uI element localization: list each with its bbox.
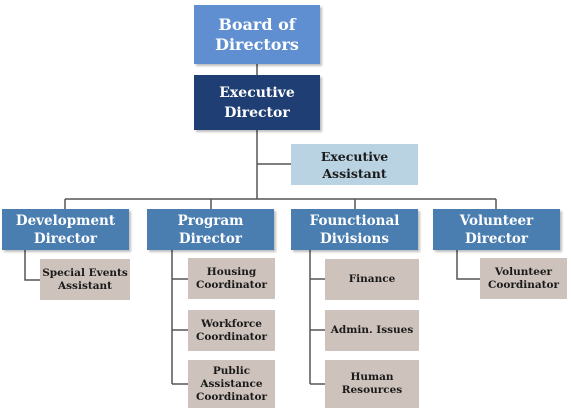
program-director-box: Program Director xyxy=(147,209,274,250)
workforce-coordinator-label: Workforce Coordinator xyxy=(195,317,268,343)
public-assistance-coordinator-label: Public Assistance Coordinator xyxy=(195,364,268,403)
functional-divisions-label: Founctional Divisions xyxy=(309,212,400,247)
public-assistance-coordinator-box: Public Assistance Coordinator xyxy=(188,360,275,408)
volunteer-director-label: Volunteer Director xyxy=(459,212,534,247)
finance-label: Finance xyxy=(348,273,396,285)
development-director-label: Development Director xyxy=(15,212,116,247)
executive-director-label: Executive Director xyxy=(219,84,295,121)
admin-issues-label: Admin. Issues xyxy=(330,324,414,336)
volunteer-coordinator-label: Volunteer Coordinator xyxy=(487,265,560,291)
human-resources-label: Human Resources xyxy=(341,371,403,396)
finance-box: Finance xyxy=(325,259,419,300)
executive-assistant-box: Executive Assistant xyxy=(291,144,418,185)
board-of-directors-box: Board of Directors xyxy=(194,5,320,64)
functional-divisions-box: Founctional Divisions xyxy=(291,209,418,250)
workforce-coordinator-box: Workforce Coordinator xyxy=(188,310,275,351)
executive-assistant-label: Executive Assistant xyxy=(320,148,389,181)
special-events-assistant-box: Special Events Assistant xyxy=(40,259,130,300)
admin-issues-box: Admin. Issues xyxy=(325,310,419,351)
board-of-directors-label: Board of Directors xyxy=(215,14,299,54)
human-resources-box: Human Resources xyxy=(325,360,419,408)
connector-development-staff xyxy=(24,250,40,281)
development-director-box: Development Director xyxy=(2,209,129,250)
housing-coordinator-box: Housing Coordinator xyxy=(188,258,275,299)
special-events-assistant-label: Special Events Assistant xyxy=(42,266,128,292)
executive-director-box: Executive Director xyxy=(194,75,320,130)
program-director-label: Program Director xyxy=(177,212,244,247)
housing-coordinator-label: Housing Coordinator xyxy=(195,265,268,291)
connector-volunteer-staff xyxy=(456,250,480,280)
volunteer-director-box: Volunteer Director xyxy=(433,209,560,250)
volunteer-coordinator-box: Volunteer Coordinator xyxy=(480,258,567,299)
